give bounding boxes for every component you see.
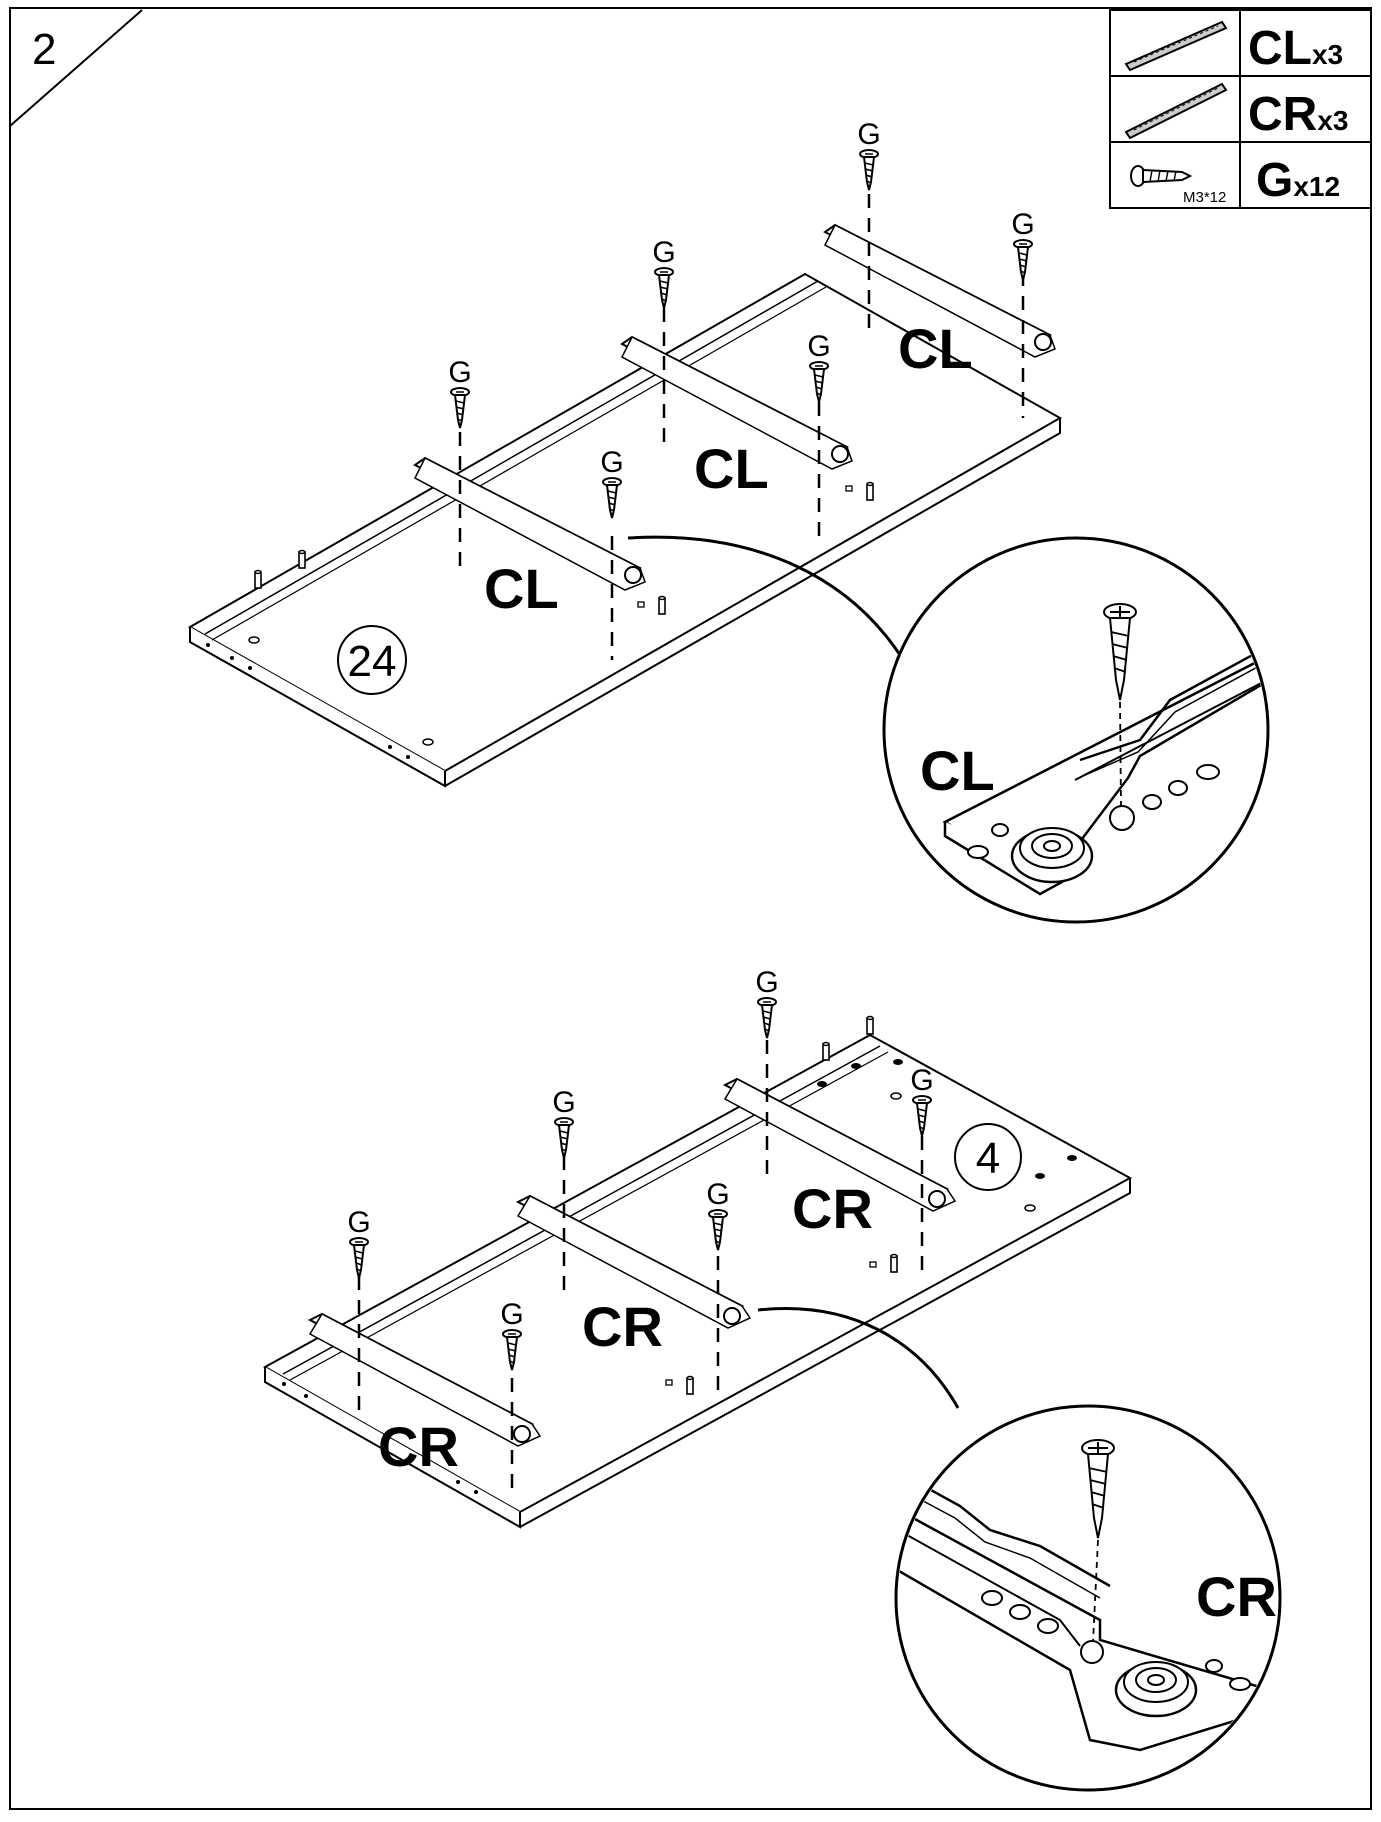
screw-label-g: G <box>910 1064 933 1097</box>
panel-24 <box>187 272 1063 788</box>
step-number: 2 <box>32 25 56 74</box>
detail-label-cl: CL <box>920 739 995 802</box>
slide-rail-cr <box>515 1194 752 1329</box>
rail-label-cr: CR <box>378 1415 459 1478</box>
screw-label-g: G <box>1011 208 1034 241</box>
detail-callout-line <box>627 535 902 656</box>
screw-icon <box>554 1117 574 1159</box>
screw-icon <box>1130 165 1193 187</box>
panel-number-badge <box>337 625 407 695</box>
detail-view-cl: CL <box>882 536 1270 924</box>
top-assembly: 24 G G G <box>187 118 1270 924</box>
slide-rail-cl <box>823 223 1056 358</box>
screw-label-g: G <box>706 1178 729 1211</box>
screw-label-g: G <box>600 446 623 479</box>
screw-icon <box>450 387 470 429</box>
step-corner-divider <box>9 9 143 127</box>
screw-label-g: G <box>347 1206 370 1239</box>
screw-icon <box>859 149 879 191</box>
slide-rail-cr <box>722 1077 957 1212</box>
panel-number: 4 <box>976 1134 1000 1183</box>
slide-rail-cl <box>413 456 646 591</box>
parts-table: M3*12 CLx3 CRx3 Gx12 <box>1109 9 1372 209</box>
screw-icon <box>757 997 777 1039</box>
screw-label-g: G <box>807 330 830 363</box>
slide-rail-cr <box>307 1312 542 1447</box>
slide-rail-icon <box>1124 20 1228 72</box>
page-frame <box>9 7 1372 1810</box>
panel-number: 24 <box>348 637 397 686</box>
screw-label-g: G <box>755 966 778 999</box>
rail-label-cl: CL <box>898 317 973 380</box>
screw-icon <box>349 1237 369 1279</box>
rail-label-cl: CL <box>694 437 769 500</box>
detail-view-cr: CR <box>894 1404 1282 1792</box>
screw-label-g: G <box>448 356 471 389</box>
panel-number-badge <box>954 1123 1022 1191</box>
screw-label-g: G <box>652 236 675 269</box>
detail-label-cr: CR <box>1196 1565 1277 1628</box>
slide-rail-icon <box>1124 82 1228 140</box>
rail-label-cr: CR <box>792 1177 873 1240</box>
screw-icon <box>654 267 674 309</box>
screw-label-g: G <box>552 1086 575 1119</box>
detail-callout-line <box>757 1307 960 1409</box>
part-code-g: Gx12 <box>1256 154 1340 207</box>
rail-label-cl: CL <box>484 557 559 620</box>
screw-label-g: G <box>500 1298 523 1331</box>
screw-icon <box>1013 239 1033 281</box>
part-code-cl: CLx3 <box>1248 22 1343 75</box>
rail-label-cr: CR <box>582 1295 663 1358</box>
screw-size-label: M3*12 <box>1183 189 1226 206</box>
part-code-cr: CRx3 <box>1248 88 1348 141</box>
bottom-assembly: 4 G G G <box>262 966 1282 1792</box>
screw-label-g: G <box>857 118 880 151</box>
slide-rail-cl <box>620 335 853 470</box>
